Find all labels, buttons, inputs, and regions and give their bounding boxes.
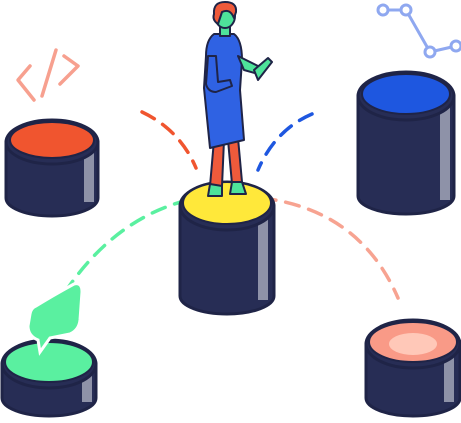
figure-foot-left [207, 183, 223, 197]
connection-line-red [140, 110, 198, 170]
pillar-blue-top [356, 70, 456, 216]
pillar-yellow-center [178, 180, 276, 316]
pillar-salmon-bottom-right [364, 318, 461, 418]
pillar-red-top [4, 118, 100, 218]
figure-hair [212, 1, 238, 25]
pillar-green-bottom-left [0, 338, 98, 418]
connection-line-green [58, 198, 190, 302]
figure-leg-right [227, 137, 243, 185]
figure-foot-right [229, 181, 247, 195]
figure-arm-left [205, 55, 233, 93]
node-graph-icon [376, 3, 461, 59]
speech-bubble-icon [26, 282, 84, 356]
person-figure [203, 1, 273, 197]
connection-line-blue [256, 112, 314, 172]
figure-tablet [253, 57, 273, 81]
connection-line-salmon [260, 196, 400, 300]
code-brackets-icon [16, 48, 80, 102]
connection-lines [58, 110, 400, 302]
